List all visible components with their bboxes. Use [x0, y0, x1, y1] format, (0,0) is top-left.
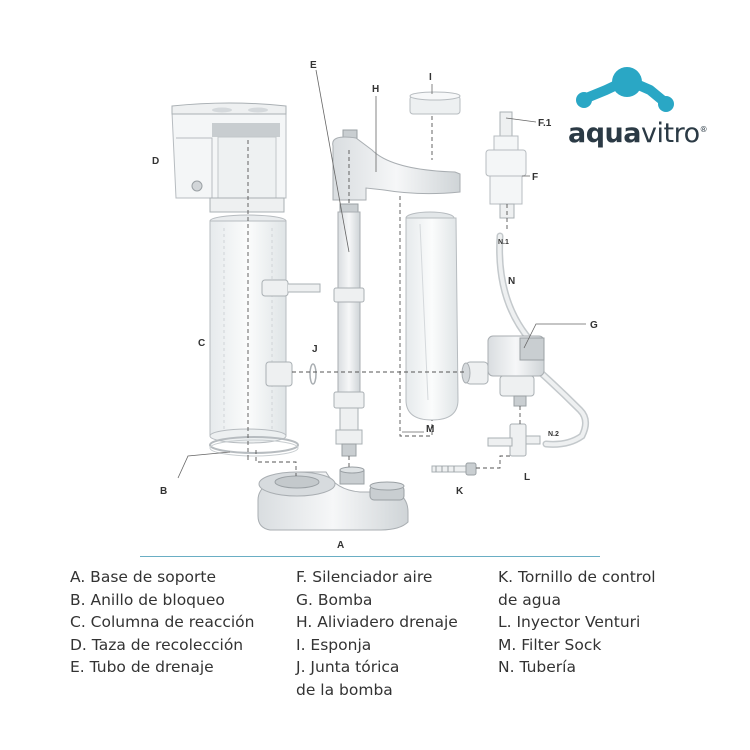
legend-divider — [140, 556, 600, 557]
legend-item: H. Aliviadero drenaje — [296, 613, 458, 631]
legend-item: de agua — [498, 590, 561, 609]
callout-a: A — [337, 540, 344, 551]
callout-i: I — [429, 72, 432, 83]
locking-ring — [209, 436, 299, 457]
water-control-screw — [431, 462, 477, 476]
drain-tube — [333, 203, 365, 457]
legend-item: A. Base de soporte — [70, 568, 217, 586]
support-base — [257, 466, 409, 531]
callout-f1: F.1 — [538, 118, 552, 129]
callout-m: M — [426, 424, 434, 435]
callout-d: D — [152, 156, 159, 167]
legend-item: K. Tornillo de control — [498, 568, 656, 586]
callout-labels: A B C D E F F.1 G H I J K L M N N.1 N.2 — [152, 60, 598, 551]
legend-item: B. Anillo de bloqueo — [70, 590, 225, 609]
callout-h: H — [372, 84, 379, 95]
legend-item: C. Columna de reacción — [70, 613, 255, 631]
callout-j: J — [312, 344, 318, 355]
aquavitro-logo-icon — [576, 67, 674, 112]
callout-n: N — [508, 276, 515, 287]
brand-name-bold: aqua — [568, 118, 642, 149]
drain-overflow — [332, 129, 461, 201]
pump-o-ring — [309, 363, 317, 385]
legend-item: de la bomba — [296, 680, 393, 699]
pump — [461, 335, 545, 407]
registered-mark: ® — [699, 125, 708, 134]
legend-item: F. Silenciador aire — [296, 568, 433, 586]
callout-f: F — [532, 172, 538, 183]
legend-column-2: F. Silenciador aire G. Bomba H. Aliviade… — [296, 566, 458, 701]
air-silencer — [485, 111, 527, 219]
legend-item: M. Filter Sock — [498, 635, 602, 654]
legend-item: N. Tubería — [498, 658, 576, 676]
callout-c: C — [198, 338, 205, 349]
collection-cup — [171, 102, 287, 213]
brand-wordmark: aquavitro® — [568, 118, 708, 149]
filter-sock — [405, 211, 459, 421]
legend-column-1: A. Base de soporte B. Anillo de bloqueo … — [70, 566, 255, 679]
legend-item: E. Tubo de drenaje — [70, 658, 214, 676]
legend-item: J. Junta tórica — [296, 658, 400, 676]
sponge — [409, 91, 461, 115]
legend-item: I. Esponja — [296, 635, 372, 654]
callout-n2: N.2 — [548, 431, 559, 438]
legend-item: L. Inyector Venturi — [498, 613, 641, 631]
legend-column-3: K. Tornillo de control de agua L. Inyect… — [498, 566, 656, 679]
assembly-guides — [247, 116, 521, 476]
tubing — [496, 232, 589, 448]
callout-l: L — [524, 472, 530, 483]
callout-b: B — [160, 486, 167, 497]
leader-lines — [177, 69, 586, 479]
callout-k: K — [456, 486, 464, 497]
callout-n1: N.1 — [498, 239, 509, 246]
callout-g: G — [590, 320, 598, 331]
legend-item: G. Bomba — [296, 590, 373, 609]
brand-name-light: vitro — [641, 118, 700, 149]
legend-item: D. Taza de recolección — [70, 635, 244, 654]
callout-e: E — [310, 60, 317, 71]
venturi-injector — [487, 423, 541, 457]
reaction-column — [209, 214, 321, 444]
